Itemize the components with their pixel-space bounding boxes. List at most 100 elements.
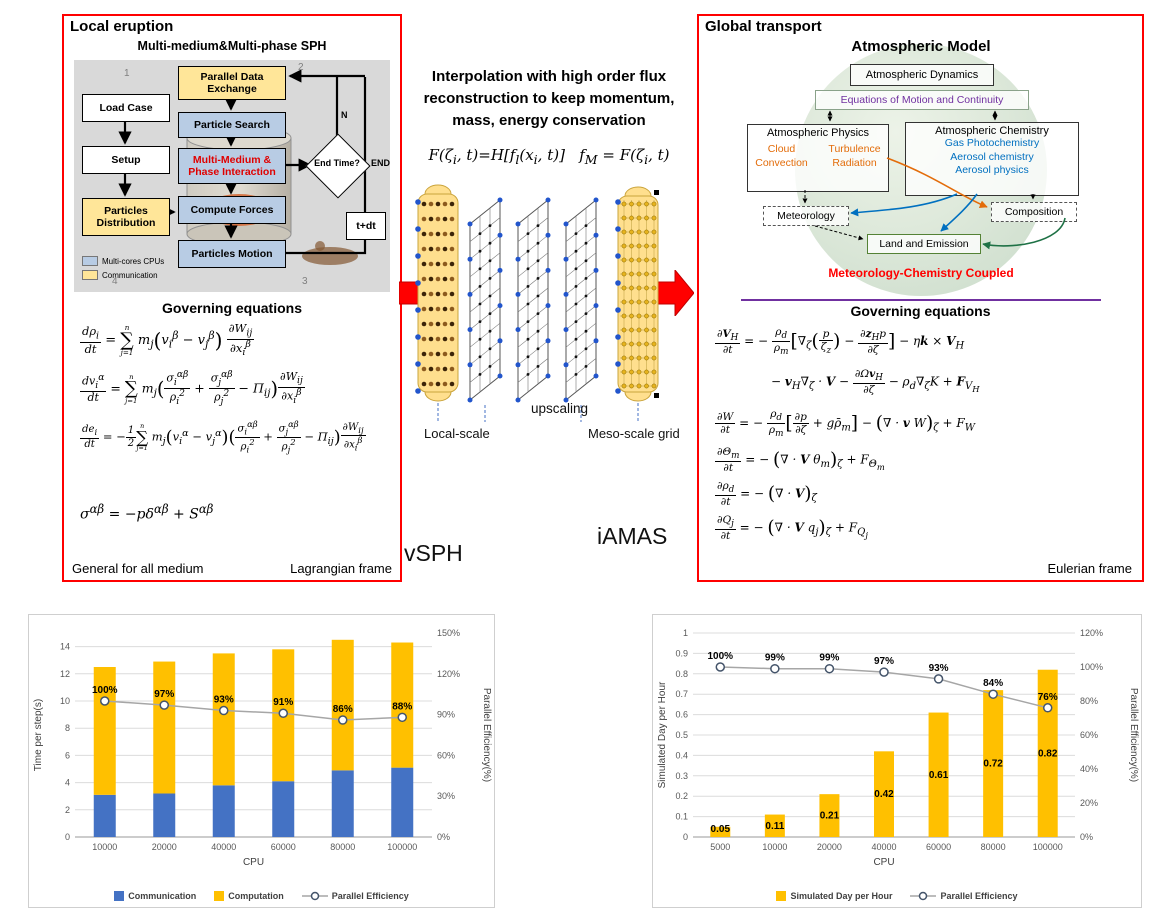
y-tick-label: 0 (683, 832, 688, 842)
y-tick-label: 0.6 (675, 710, 688, 720)
node-multi-medium-interaction: Multi-Medium & Phase Interaction (178, 148, 286, 184)
y-tick-label: 0.1 (675, 812, 688, 822)
efficiency-label: 76% (1038, 692, 1058, 703)
x-axis-title: CPU (873, 857, 894, 868)
atmos-chemistry-title: Atmospheric Chemistry (935, 125, 1049, 137)
x-tick-label: 40000 (871, 842, 896, 852)
n-branch-label: N (341, 110, 348, 120)
efficiency-marker (770, 663, 780, 674)
legend-swatch (776, 891, 787, 901)
efficiency-label: 93% (214, 695, 234, 706)
y2-tick-label: 40% (1080, 764, 1098, 774)
bar-segment (983, 690, 1004, 837)
right-governing-title: Governing equations (850, 303, 991, 319)
y-tick-label: 0.5 (675, 730, 688, 740)
efficiency-label: 86% (333, 704, 353, 715)
bar-segment (331, 770, 354, 837)
region-number-3: 3 (302, 276, 308, 287)
legend-label: Simulated Day per Hour (790, 891, 893, 901)
atmospheric-model-diagram: Atmospheric Model Atmospheric Dynamics E… (745, 38, 1097, 299)
left-footer-frame: Lagrangian frame (290, 561, 392, 576)
x-tick-label: 100000 (1033, 842, 1063, 852)
x-tick-label: 20000 (152, 842, 177, 852)
legend-item: Simulated Day per Hour (776, 891, 892, 901)
physics-item-cloud: Cloud (767, 143, 796, 155)
bar-segment (93, 794, 116, 837)
efficiency-label: 91% (273, 697, 293, 708)
bar-segment (212, 653, 235, 786)
left-footer-medium: General for all medium (72, 561, 204, 576)
y-tick-label: 0.7 (675, 689, 688, 699)
efficiency-marker (715, 662, 726, 672)
x-axis-title: CPU (243, 857, 264, 868)
upscaling-detail (415, 197, 657, 403)
x-tick-label: 20000 (817, 842, 842, 852)
efficiency-label: 93% (929, 663, 949, 674)
left-governing-title: Governing equations (161, 300, 302, 316)
upscaling-graphic (415, 184, 659, 422)
node-parallel-data-exchange: Parallel Data Exchange (178, 66, 286, 100)
chemistry-item-gas: Gas Photochemistry (944, 137, 1040, 149)
y-tick-label: 0 (65, 832, 70, 842)
upscaling-label: upscaling (531, 401, 589, 416)
y-tick-label: 6 (65, 750, 70, 760)
x-tick-label: 10000 (762, 842, 787, 852)
y2-tick-label: 60% (1080, 730, 1098, 740)
node-t-plus-dt: t+dt (346, 212, 386, 240)
efficiency-label: 99% (765, 653, 785, 664)
efficiency-label: 84% (983, 678, 1003, 689)
end-time-label: End Time? (314, 158, 360, 168)
efficiency-marker (397, 712, 407, 723)
y2-tick-label: 30% (437, 791, 455, 801)
region-number-1: 1 (124, 68, 130, 79)
flux-formula: F(ζi, t)=H[fl(xi, t)] fM = F(ζi, t) (428, 146, 670, 167)
efficiency-label: 97% (154, 689, 174, 700)
atmos-physics-box: Atmospheric Physics Cloud Turbulence Con… (747, 124, 889, 192)
atmos-eq-vh-2: − vH∇ζ · V − ∂ΩvH∂ζ − ρd∇ζK + FVH (771, 368, 980, 397)
y2-tick-label: 100% (1080, 662, 1103, 672)
efficiency-marker (933, 674, 944, 684)
x-tick-label: 40000 (211, 842, 236, 852)
efficiency-label: 100% (92, 685, 118, 696)
sph-flowchart: Load Case Setup Particles Distribution P… (74, 60, 390, 292)
atmos-dynamics-box: Atmospheric Dynamics (850, 64, 994, 86)
bar-value-label: 0.21 (820, 811, 840, 822)
y2-axis-title: Parallel Efficiency(%) (1128, 688, 1139, 782)
global-transport-panel: Global transport Atmospheric Model Atmos… (697, 14, 1144, 582)
atmos-model-title: Atmospheric Model (851, 38, 991, 55)
atmos-chemistry-items: Gas Photochemistry Aerosol chemistry Aer… (945, 137, 1040, 178)
efficiency-label: 88% (392, 701, 412, 712)
land-emission-box: Land and Emission (867, 234, 981, 254)
flowchart-legend-comm: Communication (82, 270, 158, 280)
efficiency-marker (824, 663, 835, 674)
y-tick-label: 0.8 (675, 669, 688, 679)
bar-segment (710, 826, 731, 837)
purple-divider (741, 299, 1101, 301)
node-setup: Setup (82, 146, 170, 174)
bar-segment (1037, 669, 1058, 837)
atmos-eq-rho: ∂ρd∂t = − (∇ · V)ζ (715, 480, 817, 509)
y-tick-label: 14 (60, 642, 70, 652)
atmos-physics-items: Cloud Turbulence Convection Radiation (748, 143, 888, 169)
bar-value-label: 0.05 (711, 824, 731, 835)
local-eruption-panel: Local eruption Multi-medium&Multi-phase … (62, 14, 402, 582)
node-particle-search: Particle Search (178, 112, 286, 138)
equations-of-motion-box: Equations of Motion and Continuity (815, 90, 1029, 110)
physics-item-radiation: Radiation (832, 157, 877, 169)
efficiency-line (104, 700, 403, 721)
flowchart-legend-cpu: Multi-cores CPUs (82, 256, 164, 266)
region-number-4: 4 (112, 276, 118, 287)
x-tick-label: 10000 (92, 842, 117, 852)
atmos-chemistry-box: Atmospheric Chemistry Gas Photochemistry… (905, 122, 1079, 196)
comm-swatch (82, 270, 98, 280)
cpu-swatch (82, 256, 98, 266)
bar-segment (212, 785, 235, 837)
efficiency-marker (100, 696, 110, 706)
